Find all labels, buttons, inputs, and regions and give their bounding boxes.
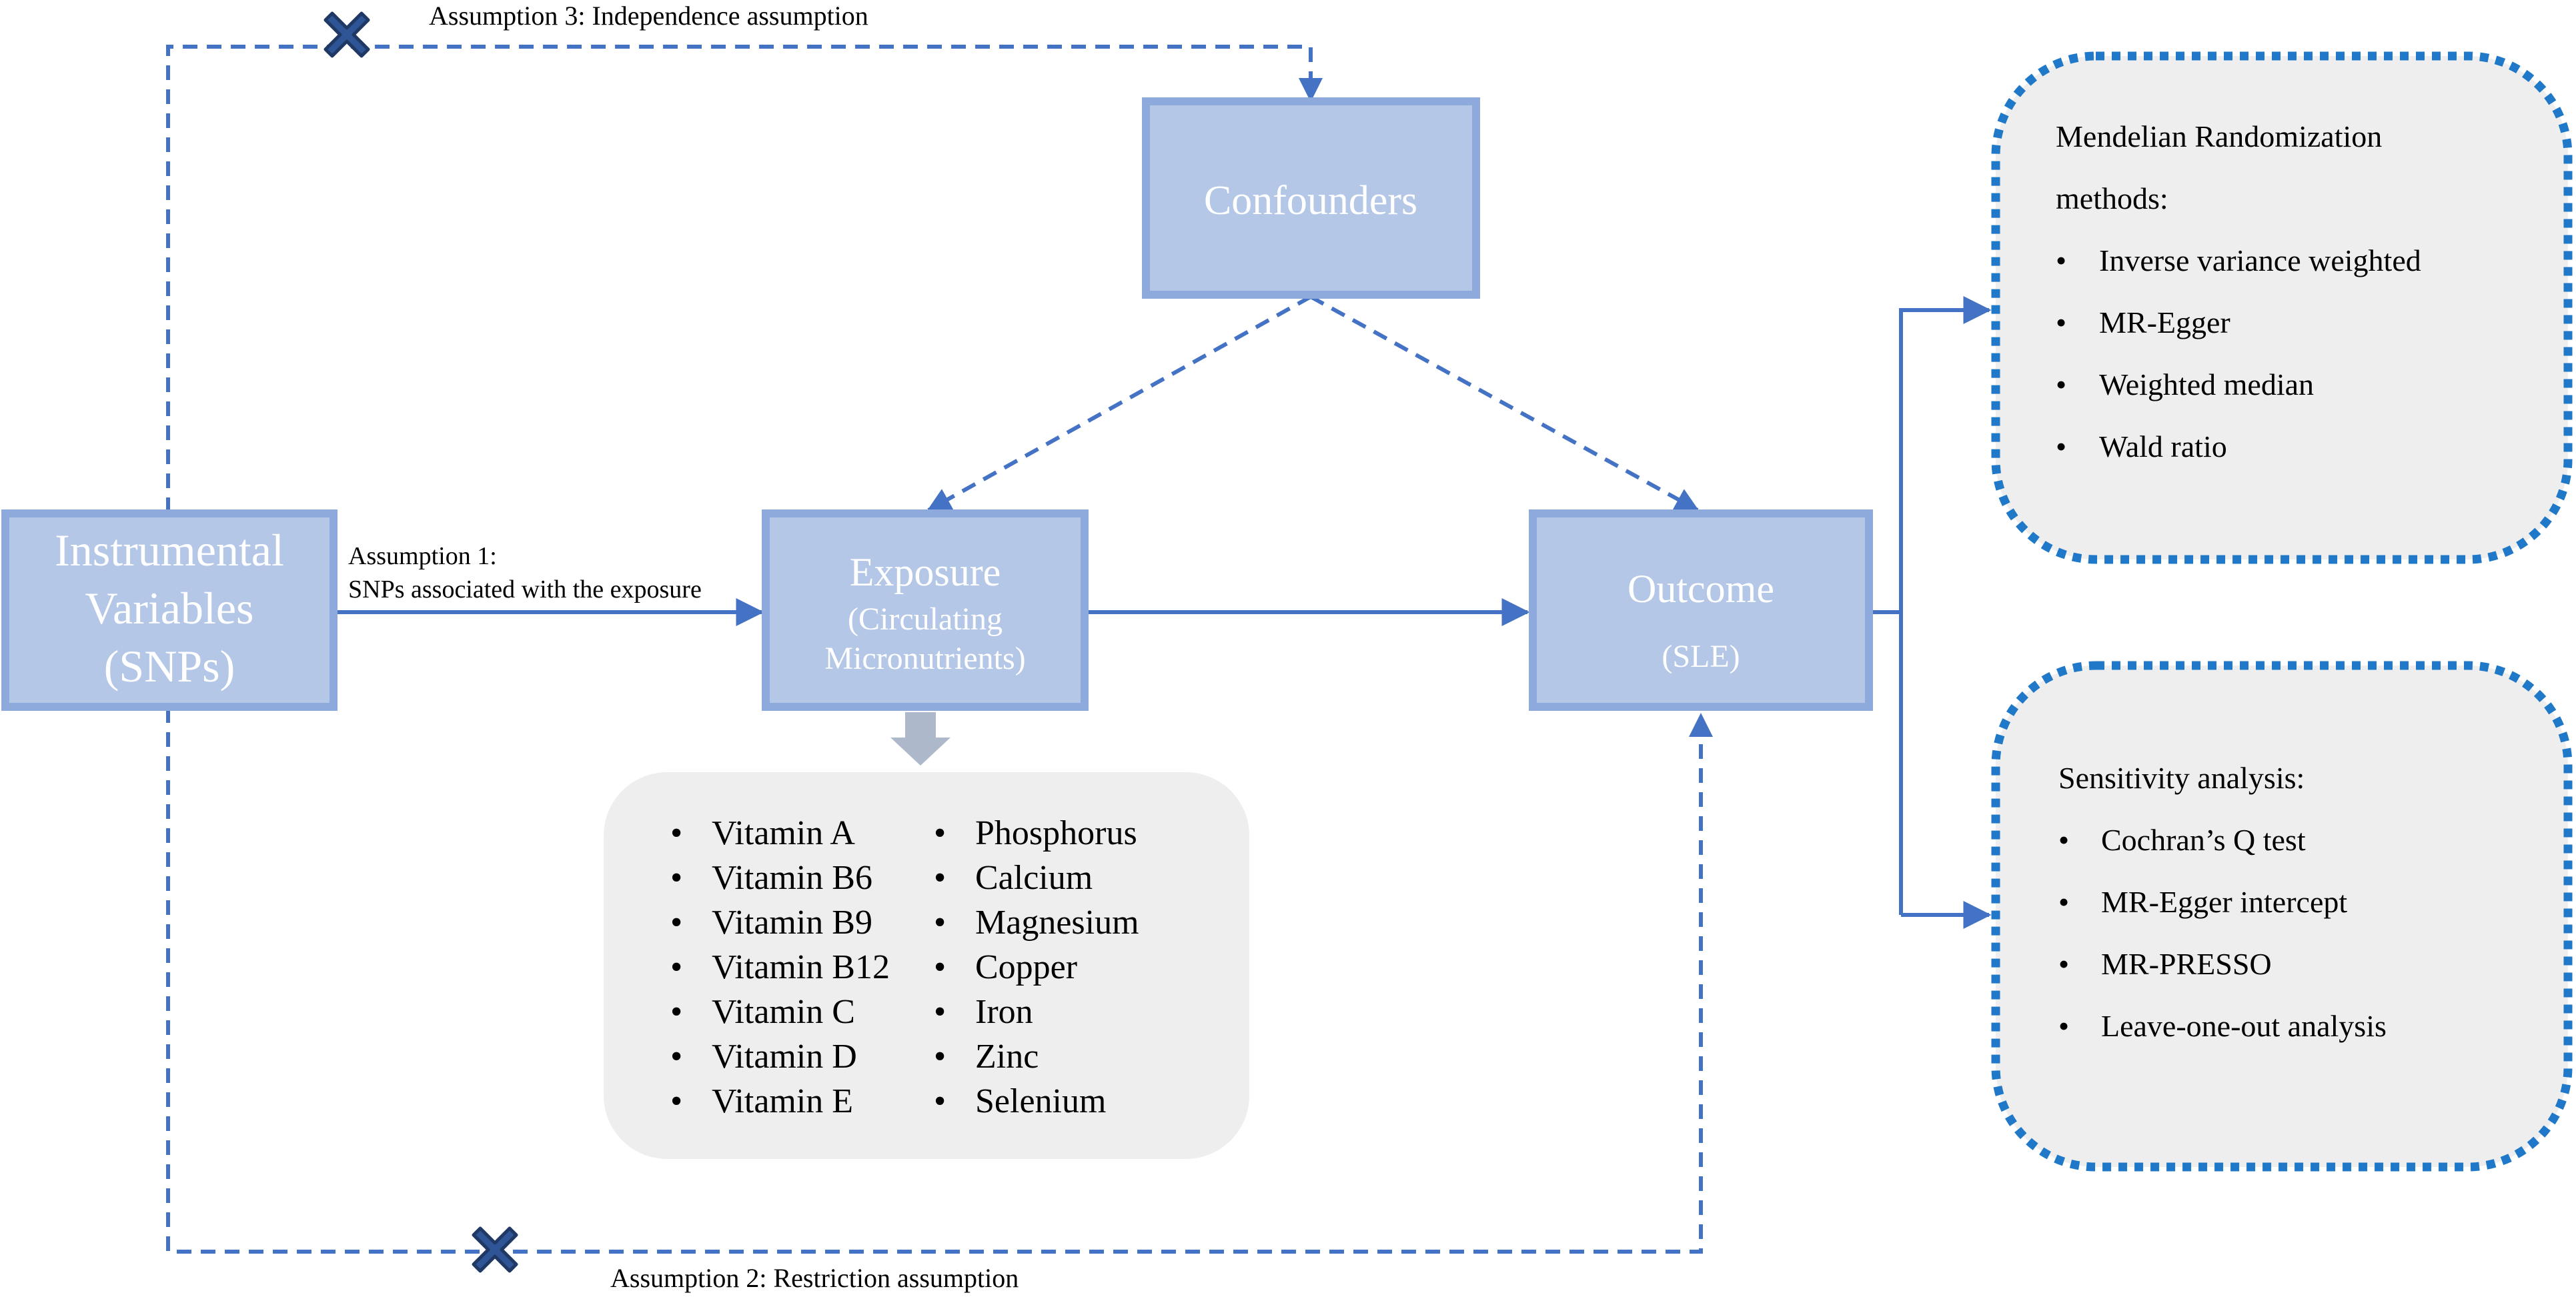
list-bullet: •: [670, 948, 682, 986]
list-item: Vitamin B12: [712, 948, 890, 986]
confounders-label: Confounders: [1204, 178, 1417, 223]
outcome-label: Outcome: [1628, 567, 1774, 611]
list-item: Phosphorus: [975, 814, 1137, 852]
assumption-3-path: [166, 45, 1323, 512]
list-bullet: •: [2058, 823, 2069, 857]
list-bullet: •: [2056, 429, 2066, 463]
sensitivity-panel: [1991, 661, 2573, 1172]
sensitivity-text: Sensitivity analysis: • Cochran’s Q test…: [2058, 761, 2387, 1043]
list-item: Vitamin B6: [712, 859, 872, 897]
exposure-label: Exposure: [850, 550, 1001, 594]
assumption-3-label: Assumption 3: Independence assumption: [429, 1, 868, 31]
sensitivity-item: Leave-one-out analysis: [2101, 1009, 2387, 1043]
mr-method-item: Wald ratio: [2099, 429, 2227, 463]
list-bullet: •: [670, 993, 682, 1031]
list-item: Calcium: [975, 859, 1093, 897]
list-bullet: •: [670, 1038, 682, 1076]
list-bullet: •: [934, 993, 946, 1031]
list-bullet: •: [2058, 885, 2069, 919]
list-item: Magnesium: [975, 904, 1139, 942]
instrumental-variables-box: [1, 509, 338, 711]
iv-label-line1: Instrumental: [55, 525, 284, 575]
list-bullet: •: [2058, 1009, 2069, 1043]
outcome-box: [1529, 509, 1873, 711]
list-bullet: •: [670, 814, 682, 852]
list-bullet: •: [934, 904, 946, 942]
list-item: Iron: [975, 993, 1033, 1031]
micronutrient-list-left: • Vitamin A • Vitamin B6 • Vitamin B9 • …: [670, 814, 890, 1120]
micronutrient-panel: [604, 772, 1249, 1159]
outcome-sublabel: (SLE): [1662, 639, 1740, 674]
sensitivity-item: Cochran’s Q test: [2101, 823, 2306, 857]
confounder-paths: [926, 295, 1700, 512]
mr-method-item: Weighted median: [2099, 367, 2314, 401]
exposure-sublabel-line1: (Circulating: [848, 601, 1003, 637]
assumption-1-label-line2: SNPs associated with the exposure: [348, 575, 702, 603]
list-bullet: •: [2058, 947, 2069, 981]
list-item: Vitamin C: [712, 993, 855, 1031]
list-bullet: •: [934, 814, 946, 852]
list-item: Selenium: [975, 1082, 1106, 1120]
confounders-box: [1142, 97, 1480, 299]
assumption-2-path: [166, 708, 1713, 1254]
exposure-sublabel-line2: Micronutrients): [824, 641, 1025, 676]
list-bullet: •: [934, 1082, 946, 1120]
sensitivity-item: MR-Egger intercept: [2101, 885, 2347, 919]
micronutrient-list-right: • Phosphorus • Calcium • Magnesium • Cop…: [934, 814, 1139, 1120]
mr-methods-title-line2: methods:: [2056, 181, 2168, 215]
list-bullet: •: [670, 859, 682, 897]
list-bullet: •: [2056, 305, 2066, 339]
assumption-2-label: Assumption 2: Restriction assumption: [610, 1263, 1019, 1293]
list-item: Vitamin A: [712, 814, 855, 852]
list-item: Zinc: [975, 1038, 1039, 1076]
sensitivity-title: Sensitivity analysis:: [2058, 761, 2305, 795]
assumption-1-label-line1: Assumption 1:: [348, 542, 497, 570]
sensitivity-item: MR-PRESSO: [2101, 947, 2272, 981]
list-item: Vitamin B9: [712, 904, 872, 942]
list-bullet: •: [670, 904, 682, 942]
mr-method-item: Inverse variance weighted: [2099, 243, 2421, 277]
list-item: Vitamin E: [712, 1082, 853, 1120]
list-item: Vitamin D: [712, 1038, 857, 1076]
causal-arrows: [335, 296, 1992, 929]
mr-method-item: MR-Egger: [2099, 305, 2230, 339]
cross-icon: [472, 1226, 518, 1273]
list-bullet: •: [934, 1038, 946, 1076]
mr-methods-text: Mendelian Randomization methods: • Inver…: [2056, 119, 2421, 463]
iv-label-line2: Variables: [85, 583, 253, 633]
list-bullet: •: [934, 948, 946, 986]
cross-icon: [324, 11, 370, 58]
list-bullet: •: [670, 1082, 682, 1120]
list-bullet: •: [934, 859, 946, 897]
iv-label-line3: (SNPs): [104, 641, 235, 692]
list-bullet: •: [2056, 367, 2066, 401]
mr-methods-panel: [1991, 51, 2573, 564]
exposure-box: [762, 509, 1089, 711]
mr-methods-title-line1: Mendelian Randomization: [2056, 119, 2382, 153]
list-bullet: •: [2056, 243, 2066, 277]
list-item: Copper: [975, 948, 1077, 986]
block-arrow-down: [890, 712, 950, 766]
